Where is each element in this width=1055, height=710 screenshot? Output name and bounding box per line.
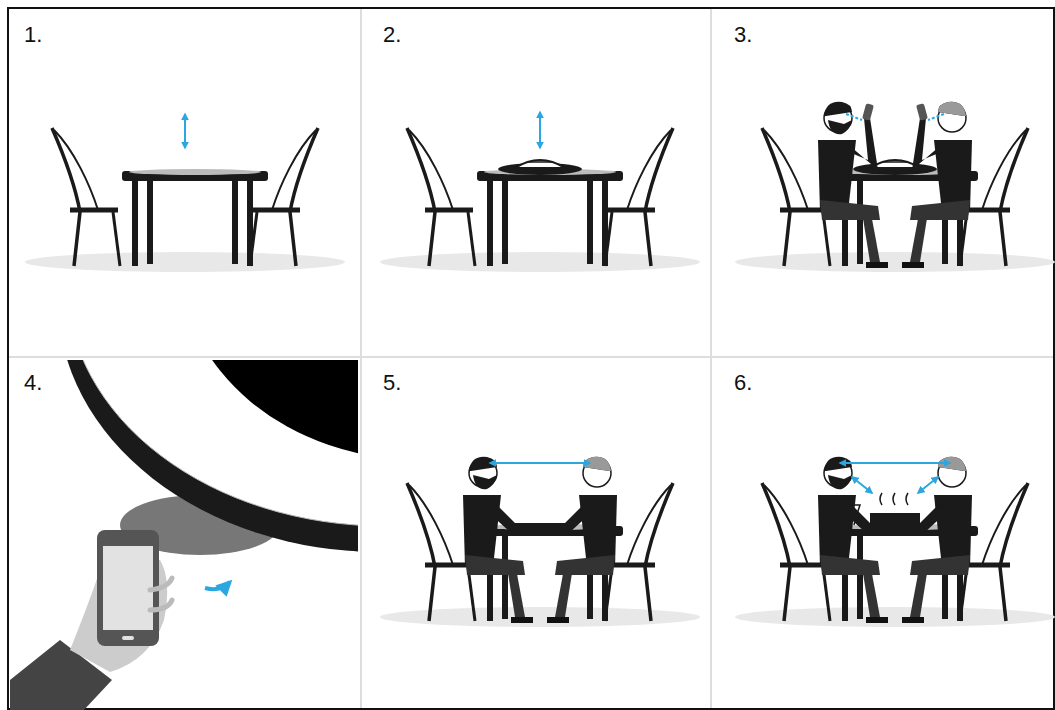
panel-phone-tap bbox=[10, 360, 358, 710]
panel-phones bbox=[735, 102, 1055, 272]
panel-number: 1. bbox=[24, 24, 42, 46]
panel-dinner bbox=[735, 457, 1055, 627]
panel-number: 2. bbox=[383, 24, 401, 46]
panel-hub-on-table bbox=[380, 112, 700, 272]
panel-number: 4. bbox=[24, 372, 42, 394]
panel-number: 3. bbox=[734, 24, 752, 46]
panel-number: 5. bbox=[383, 372, 401, 394]
panel-conversation bbox=[380, 457, 700, 627]
panel-number: 6. bbox=[734, 372, 752, 394]
panel-empty-table bbox=[25, 114, 345, 272]
